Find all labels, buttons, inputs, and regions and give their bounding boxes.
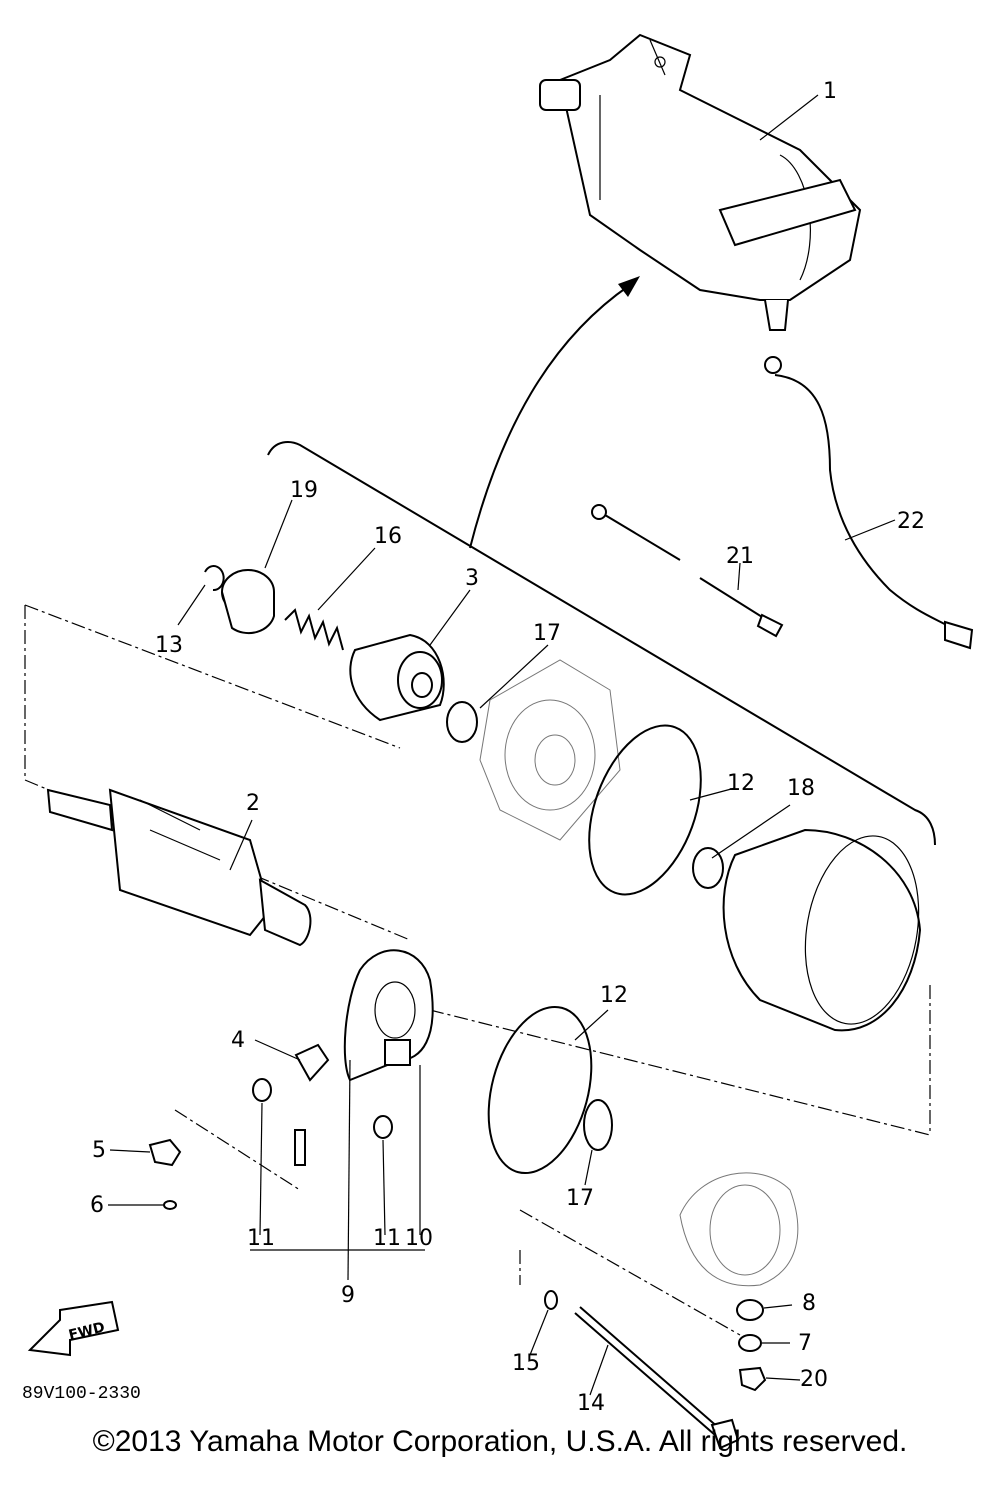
callout-16: 16 <box>374 524 402 549</box>
callout-9: 9 <box>341 1283 355 1308</box>
washer-17-lower <box>583 1099 613 1151</box>
cap-5 <box>148 1138 182 1167</box>
washer-17-upper <box>446 701 478 743</box>
callout-7: 7 <box>798 1331 812 1356</box>
callout-19: 19 <box>290 478 318 503</box>
callout-numbers: 1 2 3 4 5 6 7 8 9 10 11 11 11 12 12 13 1… <box>90 79 925 1416</box>
callout-4: 4 <box>231 1028 245 1053</box>
lead-wire-22 <box>764 356 974 650</box>
brush-4 <box>294 1043 330 1082</box>
clutch-3 <box>349 633 445 722</box>
callout-10: 10 <box>405 1226 433 1251</box>
callout-2: 2 <box>246 791 260 816</box>
copyright-notice: ©2013 Yamaha Motor Corporation, U.S.A. A… <box>92 1425 908 1458</box>
brush-holder-9 <box>343 949 434 1082</box>
washer-6 <box>163 1200 177 1210</box>
spring-16 <box>284 608 344 651</box>
callout-12-lower: 12 <box>600 983 628 1008</box>
callout-17-lower: 17 <box>566 1186 594 1211</box>
collar-19 <box>221 569 275 635</box>
callout-13: 13 <box>155 633 183 658</box>
lead-wire-21 <box>591 504 784 638</box>
screw-11 <box>294 1129 306 1166</box>
fwd-arrow-icon: FWD <box>27 1300 120 1357</box>
o-ring-12-upper <box>588 724 702 896</box>
callout-21: 21 <box>726 544 754 569</box>
callout-14: 14 <box>577 1391 605 1416</box>
armature-2 <box>46 788 312 947</box>
callout-15: 15 <box>512 1351 540 1376</box>
washer-18 <box>692 847 724 889</box>
through-bolt-14 <box>574 1306 740 1450</box>
callout-3: 3 <box>465 566 479 591</box>
nut-20 <box>738 1366 767 1392</box>
callout-6: 6 <box>90 1193 104 1218</box>
washer-11-right <box>373 1115 393 1139</box>
callout-17-upper: 17 <box>533 621 561 646</box>
o-ring-15 <box>544 1290 558 1310</box>
circlip-13 <box>204 565 225 592</box>
callout-11-right: 11 <box>373 1226 401 1251</box>
callout-18: 18 <box>787 776 815 801</box>
callout-20: 20 <box>800 1367 828 1392</box>
leader-lines <box>108 94 896 1396</box>
callout-11-left: 11 <box>247 1226 275 1251</box>
washer-11-left <box>252 1078 272 1102</box>
callout-1: 1 <box>823 79 837 104</box>
starter-motor-assembly <box>539 33 862 331</box>
washer-7 <box>738 1334 762 1352</box>
yoke <box>722 828 922 1032</box>
rear-cover <box>679 1172 799 1287</box>
diagram-code: 89V100-2330 <box>22 1384 141 1404</box>
callout-12-upper: 12 <box>727 771 755 796</box>
callout-5: 5 <box>92 1138 106 1163</box>
o-ring-12-lower <box>487 1005 593 1175</box>
callout-8: 8 <box>802 1291 816 1316</box>
cap-8 <box>736 1299 764 1321</box>
callout-22: 22 <box>897 509 925 534</box>
front-cover <box>479 659 621 841</box>
